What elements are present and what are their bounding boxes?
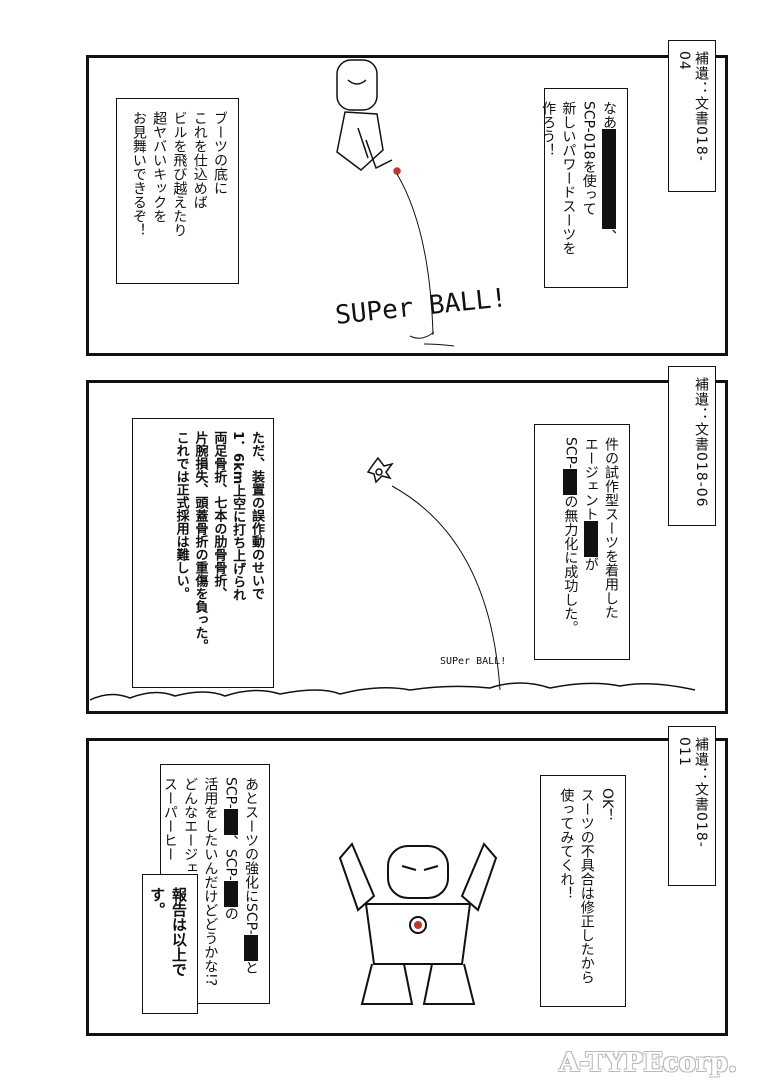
speech-line: SCP- [222,777,239,809]
speech-line: ビルを飛び越えたり [171,111,188,237]
document-tag-1: 補遺：文書018-04 [668,40,716,192]
narration-box-3: OK！ スーツの不具合は修正したから 使ってみてくれ！ [540,775,626,1007]
redaction-bar [602,129,616,229]
narration-line: 作ろう！ [540,101,557,157]
speech-box-2: ただ、装置の誤作動のせいで 1．6km上空に打ち上げられ 両足骨折、七本の肋骨骨… [132,418,274,688]
speech-fragment: の [222,906,239,921]
ball-trajectory [396,173,434,336]
document-tag-3: 補遺：文書018-011 [668,726,716,886]
ball-trajectory-2 [391,485,501,691]
flying-suit-figure [336,59,401,175]
narration-line: OK！ [599,788,615,823]
speech-line: スーパーヒー [161,777,178,861]
redaction-bar [563,468,578,495]
speech-line: 1．6km上空に打ち上げられ [230,431,246,602]
narration-box-1: なあ、 SCP-018を使って 新しいパワードスーツを 作ろう！ [540,88,628,288]
speech-line: これでは正式採用は難しい。 [173,431,189,600]
narration-line: 新しいパワードスーツを [560,101,577,255]
redaction-bar [244,934,258,961]
speech-fragment: 、 [222,834,239,849]
tiny-figure [366,456,394,484]
speech-line: 両足骨折、七本の肋骨骨折、 [211,431,227,600]
speech-line: ブーツの底に [212,111,228,195]
redaction-bar [223,880,238,907]
speech-box-1: ブーツの底に これを仕込めば ビルを飛び越えたり 超ヤバいキックを お見舞いでき… [116,98,239,284]
report-box: 報告は以上です。 [142,874,198,1014]
speech-line: 片腕損失、頭蓋骨折の重傷を負った。 [192,431,208,652]
narration-line: エージェント [582,437,599,521]
ground-splash [409,331,455,347]
speech-line: お見舞いできるぞ！ [130,111,147,237]
speech-line: ただ、装置の誤作動のせいで [249,431,264,600]
narration-line: SCP- [562,437,579,469]
document-tag-2: 補遺：文書018-06 [668,366,716,526]
redaction-bar [583,521,598,557]
speech-line: あとスーツの強化にSCP- [243,777,259,935]
watermark: A-TYPEcorp. [558,1048,737,1078]
sound-effect-2: SUPer BALL! [440,656,507,667]
narration-line: の無力化に成功した。 [562,494,579,635]
narration-line: スーツの不具合は修正したから [578,788,595,984]
speech-line: これを仕込めば [191,111,208,209]
narration-line: 件の試作型スーツを着用した [603,437,619,619]
ground-line [89,682,696,701]
narration-line: SCP-018を使って [580,101,597,216]
speech-line: 超ヤバいキックを [151,111,168,223]
speech-fragment: と [243,960,259,975]
narration-line: 使ってみてくれ！ [558,788,575,900]
narration-box-2: 件の試作型スーツを着用した エージェントが SCP-の無力化に成功した。 [534,424,630,660]
speech-line: 活用をしたいんだけどどうかな!? [202,777,219,987]
narration-line: なあ [601,101,617,129]
power-suit-robot [338,842,498,1005]
redaction-bar [223,808,238,835]
